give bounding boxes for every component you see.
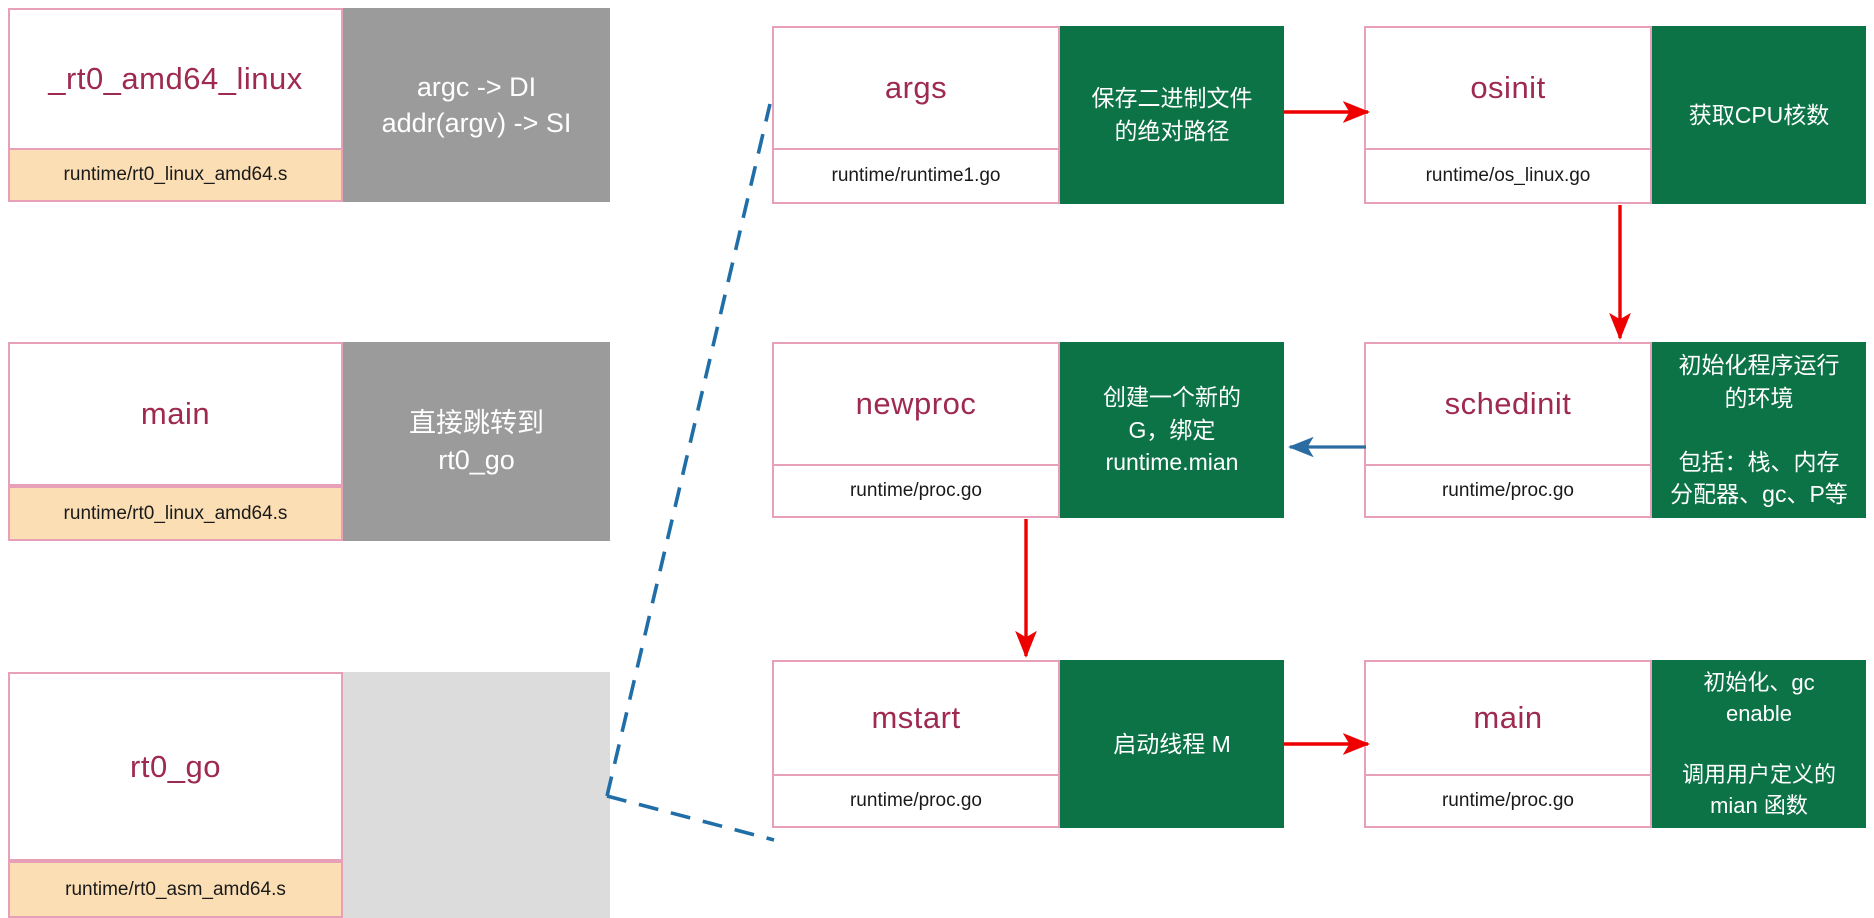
node-file-label: runtime/rt0_linux_amd64.s [63, 502, 288, 524]
note-paragraph: 保存二进制文件 的绝对路径 [1091, 85, 1253, 144]
note-paragraph: 获取CPU核数 [1688, 101, 1830, 128]
note-paragraph: 包括：栈、内存 分配器、gc、P等 [1670, 448, 1848, 508]
flow-node-body: mstart runtime/proc.go [772, 660, 1060, 828]
flow-node-body: main runtime/proc.go [1364, 660, 1652, 828]
node-note: 初始化程序运行 的环境 包括：栈、内存 分配器、gc、P等 [1652, 342, 1866, 518]
left-card-main: main 直接跳转到 rt0_go [8, 342, 610, 541]
flow-node-body: newproc runtime/proc.go [772, 342, 1060, 518]
flow-node-main: main runtime/proc.go 初始化、gc enable 调用用户定… [1364, 660, 1866, 828]
note-line: rt0_go [438, 444, 515, 475]
flow-node-osinit: osinit runtime/os_linux.go 获取CPU核数 [1364, 26, 1866, 204]
node-file-label: runtime/proc.go [1366, 774, 1650, 826]
node-note: 初始化、gc enable 调用用户定义的 mian 函数 [1652, 660, 1866, 828]
left-card-body: rt0_go [8, 672, 343, 861]
left-card-body: _rt0_amd64_linux runtime/rt0_linux_amd64… [8, 8, 343, 202]
node-title: _rt0_amd64_linux [48, 61, 303, 97]
flow-node-body: args runtime/runtime1.go [772, 26, 1060, 204]
flow-node-schedinit: schedinit runtime/proc.go 初始化程序运行 的环境 包括… [1364, 342, 1866, 518]
node-file-label: runtime/proc.go [774, 464, 1058, 516]
node-note [343, 672, 610, 918]
note-paragraph: 调用用户定义的 mian 函数 [1681, 761, 1836, 819]
node-file-label: runtime/runtime1.go [774, 148, 1058, 202]
left-card-rt0-amd64-linux: _rt0_amd64_linux runtime/rt0_linux_amd64… [8, 8, 610, 202]
connector-rt0go-to-args [605, 103, 772, 797]
note-paragraph: 初始化程序运行 的环境 [1678, 352, 1840, 411]
note-line: argc -> DI [416, 71, 537, 102]
flow-node-body: osinit runtime/os_linux.go [1364, 26, 1652, 204]
flow-node-args: args runtime/runtime1.go 保存二进制文件 的绝对路径 [772, 26, 1284, 204]
flow-node-mstart: mstart runtime/proc.go 启动线程 M [772, 660, 1284, 828]
node-title: osinit [1470, 70, 1546, 106]
node-title: rt0_go [130, 748, 221, 784]
note-paragraph: 初始化、gc enable [1703, 669, 1815, 726]
connector-rt0go-to-mstart [606, 794, 775, 842]
node-title: args [884, 70, 948, 106]
node-file-label: runtime/rt0_asm_amd64.s [65, 878, 286, 900]
node-file-label: runtime/os_linux.go [1366, 148, 1650, 202]
flow-node-newproc: newproc runtime/proc.go 创建一个新的 G，绑定 runt… [772, 342, 1284, 518]
node-note: 创建一个新的 G，绑定 runtime.mian [1060, 342, 1284, 518]
node-title: main [1473, 700, 1543, 736]
note-paragraph: 创建一个新的 G，绑定 runtime.mian [1103, 384, 1241, 476]
left-card-rt0-go: rt0_go [8, 672, 610, 918]
node-title: main [140, 396, 211, 432]
node-note: 获取CPU核数 [1652, 26, 1866, 204]
note-line: 直接跳转到 [409, 408, 544, 439]
note-paragraph: 启动线程 M [1113, 730, 1231, 757]
left-card-rt0go-file-strip: runtime/rt0_asm_amd64.s [8, 861, 343, 918]
left-card-body: main [8, 342, 343, 486]
node-note: 启动线程 M [1060, 660, 1284, 828]
node-note: 直接跳转到 rt0_go [343, 342, 610, 541]
node-note: 保存二进制文件 的绝对路径 [1060, 26, 1284, 204]
flow-node-body: schedinit runtime/proc.go [1364, 342, 1652, 518]
node-file-label: runtime/proc.go [1366, 464, 1650, 516]
node-note: argc -> DI addr(argv) -> SI [343, 8, 610, 202]
note-line: addr(argv) -> SI [381, 108, 572, 138]
node-file-label: runtime/proc.go [774, 774, 1058, 826]
node-file-label: runtime/rt0_linux_amd64.s [10, 148, 341, 200]
node-title: newproc [855, 386, 977, 422]
left-card-main-file-strip: runtime/rt0_linux_amd64.s [8, 486, 343, 541]
node-title: mstart [871, 700, 961, 736]
node-title: schedinit [1444, 386, 1572, 422]
